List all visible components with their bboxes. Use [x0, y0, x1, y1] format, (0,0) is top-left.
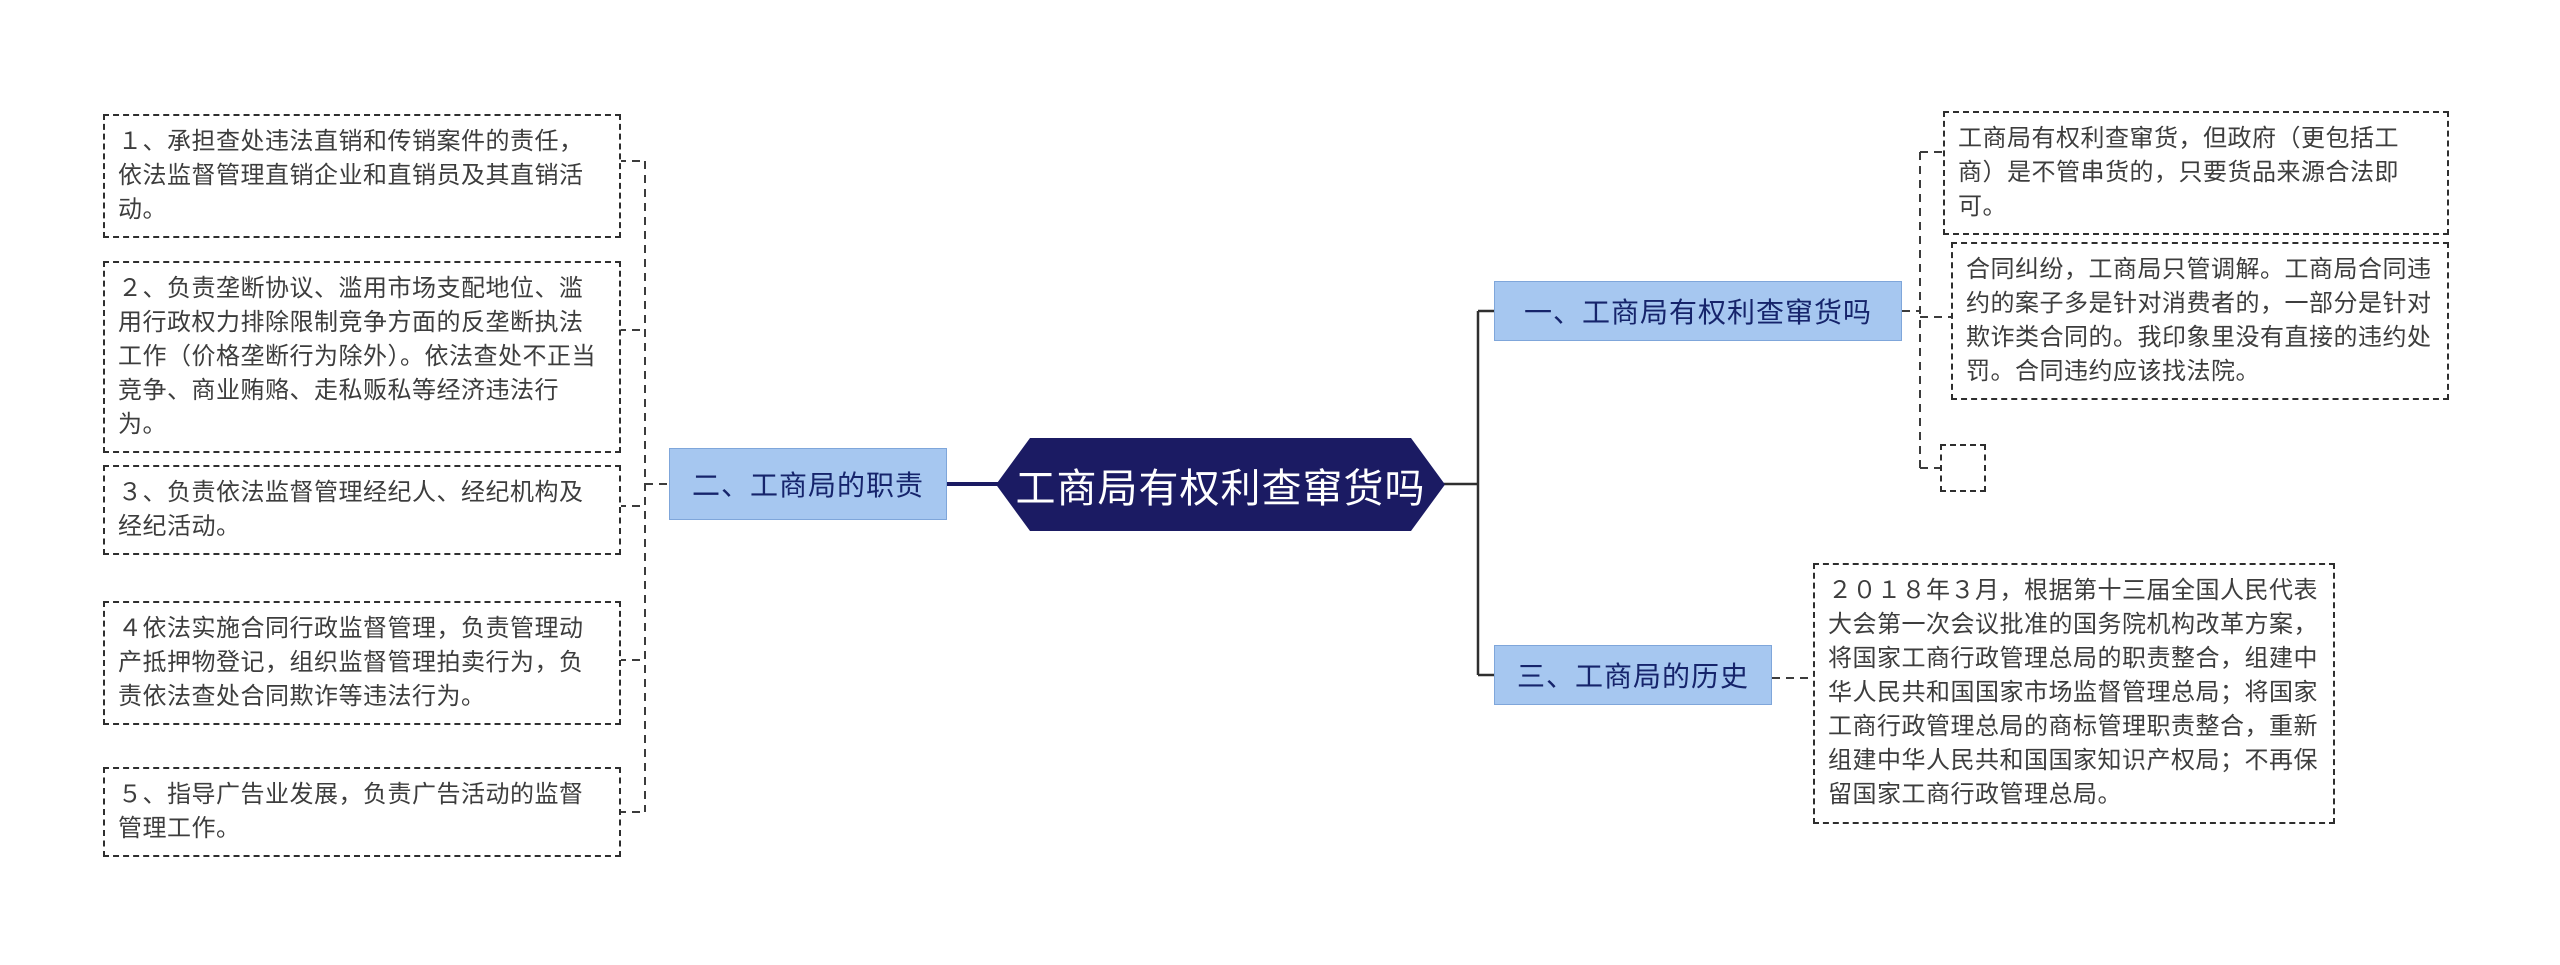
dashed-duties-links	[618, 160, 671, 813]
note-duties-4: ４依法实施合同行政监督管理，负责管理动产抵押物登记，组织监督管理拍卖行为，负责依…	[103, 601, 621, 726]
note-duties-2: ２、负责垄断协议、滥用市场支配地位、滥用行政权力排除限制竞争方面的反垄断执法工作…	[103, 261, 621, 454]
note-rights-1: 工商局有权利查窜货，但政府（更包括工商）是不管串货的，只要货品来源合法即可。	[1943, 111, 2449, 236]
mainline-right	[1438, 309, 1496, 677]
central-topic: 工商局有权利查窜货吗	[996, 438, 1445, 531]
note-rights-2: 合同纠纷，工商局只管调解。工商局合同违约的案子多是针对消费者的，一部分是针对欺诈…	[1951, 242, 2449, 401]
note-rights-empty	[1940, 444, 1986, 492]
note-duties-1: １、承担查处违法直销和传销案件的责任，依法监督管理直销企业和直销员及其直销活动。	[103, 114, 621, 239]
note-duties-5: ５、指导广告业发展，负责广告活动的监督管理工作。	[103, 767, 621, 858]
dashed-rights-links	[1902, 151, 1953, 469]
note-duties-3: ３、负责依法监督管理经纪人、经纪机构及经纪活动。	[103, 465, 621, 556]
branch-node-rights: 一、工商局有权利查窜货吗	[1494, 281, 1902, 341]
branch-node-duties: 二、工商局的职责	[669, 448, 947, 520]
branch-node-history: 三、工商局的历史	[1494, 645, 1772, 705]
note-history-1: ２０１８年３月，根据第十三届全国人民代表大会第一次会议批准的国务院机构改革方案，…	[1813, 563, 2335, 824]
